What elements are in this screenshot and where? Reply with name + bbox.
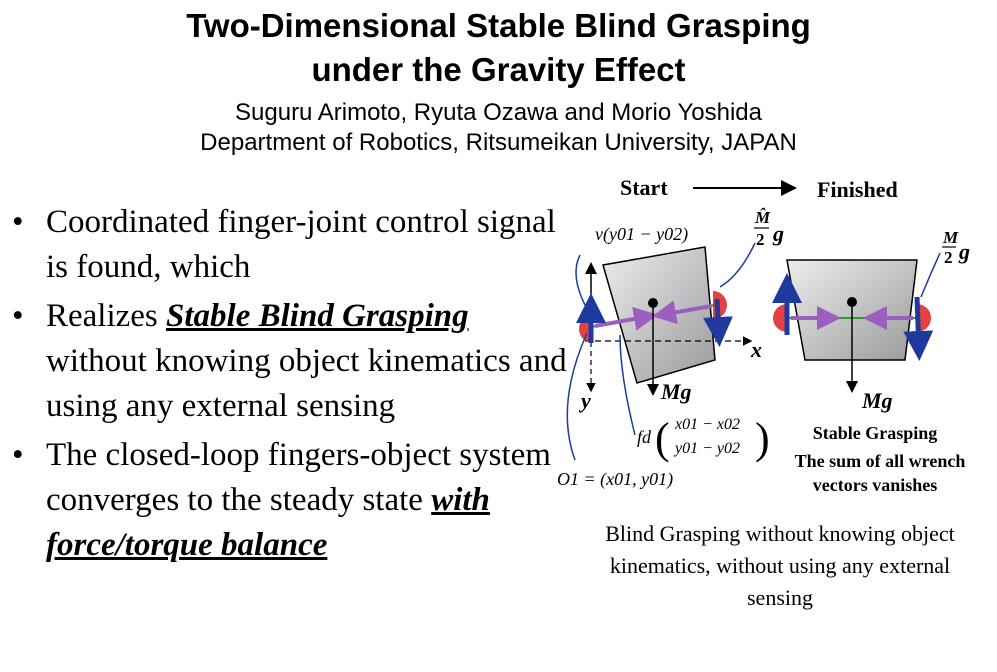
bullet-text: Coordinated finger-joint control signal … [46, 204, 556, 285]
mhat-label: M̂ [754, 208, 771, 227]
purple-force-right [652, 300, 713, 325]
fingertip-left-finished [773, 304, 787, 332]
x-axis-label: x [750, 337, 762, 362]
finished-label: Finished [817, 177, 898, 202]
bullet-item-2: • Realizes Stable Blind Grasping without … [8, 294, 568, 429]
m-label: M [942, 228, 959, 247]
bullet-dot: • [12, 298, 24, 334]
mg-right-label: Mg [861, 388, 893, 413]
blue-down-arrow-finished [903, 296, 934, 361]
mg-left-label: Mg [660, 379, 692, 404]
o1-pointer [566, 332, 588, 461]
fd-label: fd [637, 427, 652, 447]
bullet-dot: • [12, 204, 24, 240]
fd-bottom: y01 − y02 [673, 440, 740, 457]
mhat-g: g [772, 221, 784, 246]
bullet-item-1: • Coordinated finger-joint control signal… [8, 200, 568, 290]
bullet-emphasis: with force/torque balance [46, 482, 490, 563]
stable-grasping-label: Stable Grasping [813, 423, 938, 443]
bullet-list: • Coordinated finger-joint control signal… [8, 200, 568, 572]
grasping-figure: Start Finished x y ν(y01 − y02) M̂ 2 g M… [557, 175, 970, 495]
title-line-1: Two-Dimensional Stable Blind Grasping [186, 7, 811, 44]
start-label: Start [620, 175, 668, 200]
affiliation: Department of Robotics, Ritsumeikan Univ… [200, 129, 797, 156]
bullet-text: The closed-loop fingers-object system co… [46, 437, 551, 518]
y-axis-label: y [578, 388, 591, 413]
fd-bracket-close: ) [755, 414, 770, 463]
fd-bracket-open: ( [655, 414, 670, 463]
wrench-line-1: The sum of all wrench [795, 451, 966, 471]
m-g: g [958, 239, 970, 264]
nu-pointer [575, 254, 586, 306]
title-line-2: under the Gravity Effect [311, 51, 686, 88]
mhat-denominator: 2 [756, 230, 765, 249]
purple-force-left [594, 307, 658, 331]
wrench-line-2: vectors vanishes [813, 475, 938, 495]
fd-pointer [619, 334, 636, 436]
fd-top: x01 − x02 [674, 416, 740, 433]
blue-down-arrow-start [702, 298, 733, 347]
mhat-pointer [719, 242, 756, 288]
m-pointer [920, 252, 941, 298]
nu-label: ν(y01 − y02) [595, 224, 688, 245]
m-denominator: 2 [944, 248, 953, 267]
figure-caption: Blind Grasping without knowing object ki… [605, 521, 955, 610]
authors: Suguru Arimoto, Ryuta Ozawa and Morio Yo… [235, 99, 762, 126]
bullet-item-3: • The closed-loop fingers-object system c… [8, 433, 568, 568]
o1-label: O1 = (x01, y01) [557, 469, 673, 490]
bullet-dot: • [12, 437, 24, 473]
bullet-text-after: without knowing object kinematics and us… [46, 343, 567, 424]
bullet-text: Realizes [46, 298, 167, 334]
bullet-emphasis: Stable Blind Grasping [166, 298, 469, 334]
